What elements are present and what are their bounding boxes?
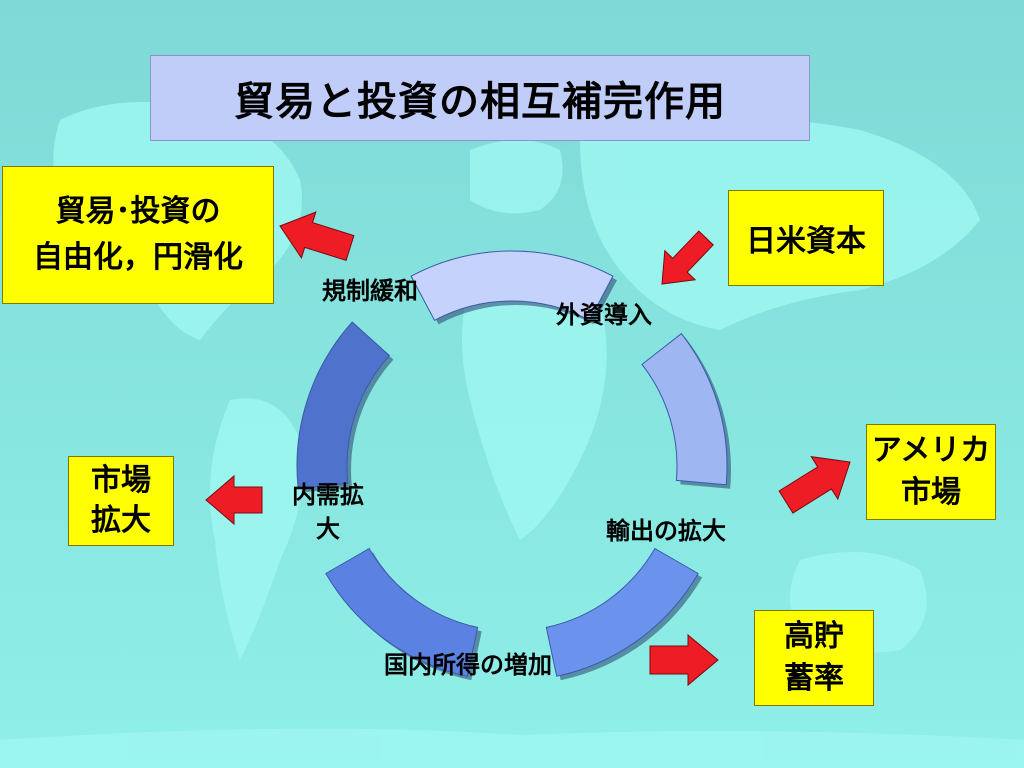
outcome-us-market-line1: アメリカ bbox=[871, 433, 991, 468]
cycle-arc-deregulation bbox=[410, 250, 614, 321]
arrow-to-liberalization bbox=[279, 211, 355, 262]
outcome-box-high-savings: 高貯 蓄率 bbox=[754, 610, 874, 706]
cycle-label-domestic-demand: 内需拡 大 bbox=[276, 478, 380, 546]
outcome-japan-us-capital-text: 日米資本 bbox=[746, 224, 866, 259]
outcome-high-savings-line1: 高貯 bbox=[784, 619, 844, 654]
cycle-label-domestic-demand-line1: 内需拡 bbox=[292, 481, 364, 509]
cycle-label-foreign-investment: 外資導入 bbox=[556, 301, 652, 329]
cycle-arc-income-increase bbox=[325, 547, 479, 677]
cycle-label-export-expansion: 輸出の拡大 bbox=[606, 517, 726, 545]
arrow-to-us-market bbox=[778, 456, 851, 514]
outcome-market-expansion-line2: 拡大 bbox=[91, 503, 151, 538]
cycle-label-domestic-demand-line2: 大 bbox=[316, 515, 340, 543]
outcome-box-liberalization: 貿易･投資の 自由化，円滑化 bbox=[2, 166, 274, 304]
arrow-from-japan-us-capital bbox=[661, 230, 714, 285]
arrow-to-market-expansion bbox=[205, 474, 263, 526]
arrow-to-high-savings bbox=[649, 633, 719, 687]
outcome-box-us-market: アメリカ 市場 bbox=[866, 424, 996, 520]
cycle-arc-domestic-demand bbox=[296, 321, 391, 490]
cycle-arc-export-expansion bbox=[545, 547, 699, 677]
outcome-liberalization-line1: 貿易･投資の bbox=[55, 194, 221, 229]
outcome-box-japan-us-capital: 日米資本 bbox=[728, 190, 884, 286]
cycle-arc-foreign-investment bbox=[641, 332, 728, 486]
outcome-us-market-line2: 市場 bbox=[901, 475, 961, 510]
page-title: 貿易と投資の相互補完作用 bbox=[150, 55, 810, 141]
outcome-box-market-expansion: 市場 拡大 bbox=[68, 456, 174, 546]
cycle-label-income-increase: 国内所得の増加 bbox=[384, 651, 552, 679]
cycle-label-deregulation: 規制緩和 bbox=[322, 277, 418, 305]
outcome-market-expansion-line1: 市場 bbox=[91, 463, 151, 498]
outcome-high-savings-line2: 蓄率 bbox=[784, 661, 844, 696]
outcome-liberalization-line2: 自由化，円滑化 bbox=[33, 240, 243, 275]
